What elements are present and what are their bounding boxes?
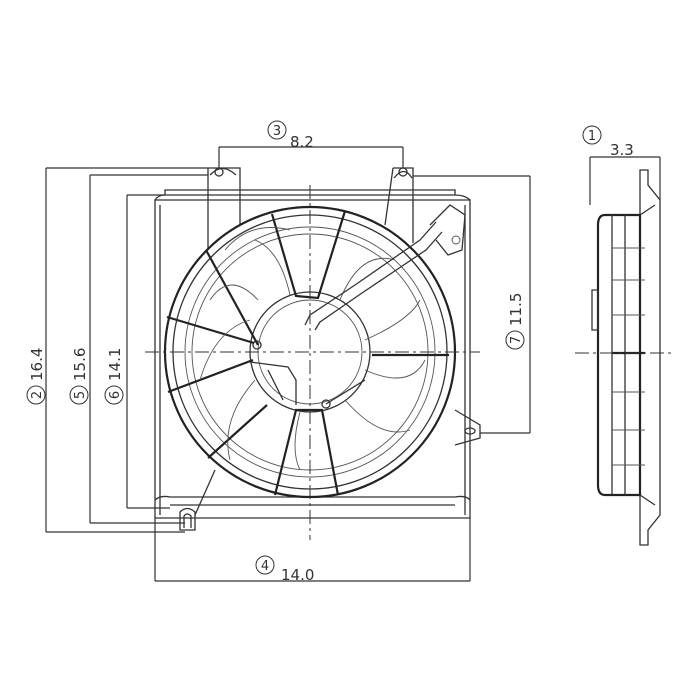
- marker-2: 2: [30, 391, 45, 399]
- value-11-5: 11.5: [507, 293, 525, 326]
- marker-7: 7: [509, 336, 524, 344]
- value-16-4: 16.4: [28, 348, 46, 381]
- value-15-6: 15.6: [71, 348, 89, 381]
- center-lines: [145, 185, 480, 540]
- value-14-1: 14.1: [106, 348, 124, 381]
- dimension-label-6: 6 14.1: [104, 348, 124, 405]
- dimension-label-2: 2 16.4: [26, 348, 46, 405]
- marker-1: 1: [588, 129, 596, 144]
- dimension-lines: [45, 146, 661, 582]
- wire-harness: [304, 204, 466, 331]
- marker-5: 5: [73, 391, 88, 399]
- value-3-3: 3.3: [610, 141, 634, 159]
- front-view: [145, 167, 481, 540]
- dimension-label-3: 3 8.2: [267, 120, 314, 151]
- dimension-label-5: 5 15.6: [69, 348, 89, 405]
- shroud-frame: [154, 167, 481, 531]
- marker-3: 3: [273, 124, 281, 139]
- dimension-label-4: 4 14.0: [255, 555, 314, 584]
- fan-blades: [199, 227, 426, 471]
- dimension-label-7: 7 11.5: [505, 293, 525, 350]
- value-8-2: 8.2: [290, 133, 314, 151]
- marker-4: 4: [261, 559, 269, 574]
- value-14-0: 14.0: [281, 566, 314, 584]
- dimension-label-1: 1 3.3: [582, 125, 634, 159]
- marker-6: 6: [108, 391, 123, 399]
- side-view: [575, 169, 672, 546]
- support-struts: [166, 210, 449, 496]
